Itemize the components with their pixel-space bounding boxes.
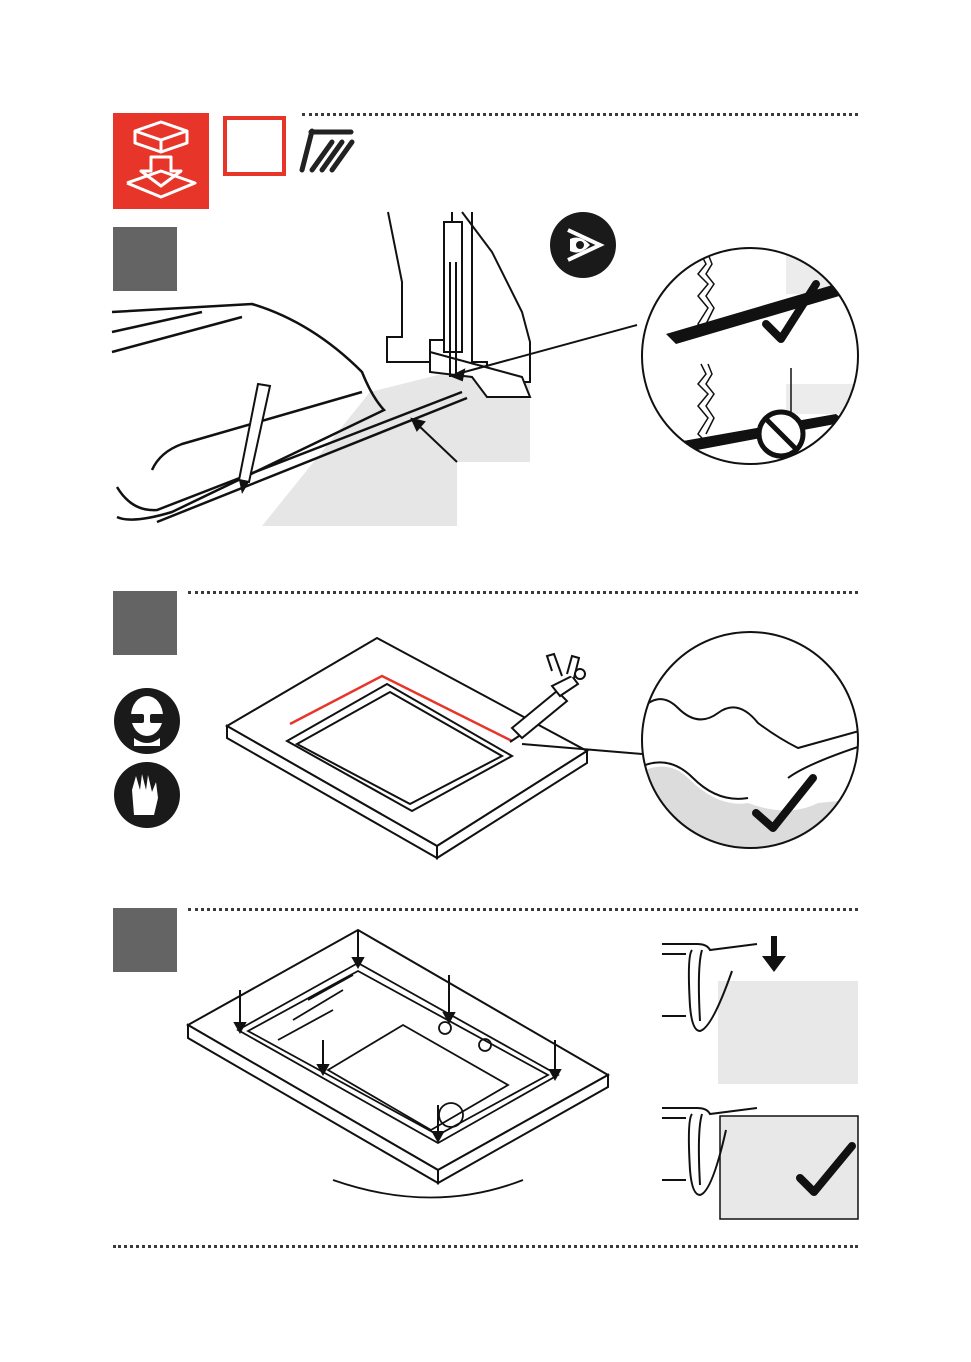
sink-placement-illustration <box>183 925 613 1205</box>
sealant-detail-magnifier <box>638 628 870 860</box>
header-separator <box>302 113 858 116</box>
detail-magnifier <box>636 244 868 476</box>
install-into-countertop-icon <box>113 113 209 209</box>
step-2-separator <box>188 591 858 594</box>
rim-clip-detail-after <box>662 1100 862 1220</box>
inspect-eye-icon <box>548 210 618 280</box>
sealant-application-illustration <box>222 636 602 876</box>
down-arrow-icon <box>762 936 786 972</box>
empty-red-square <box>223 116 286 176</box>
step-number-box <box>113 908 177 972</box>
cut-out-illustration <box>112 212 552 532</box>
protective-gloves-icon <box>112 760 182 830</box>
footer-separator <box>113 1245 858 1248</box>
jigsaw-icon <box>387 212 530 397</box>
rim-clip-detail-before <box>662 936 862 1086</box>
safety-goggles-icon <box>112 686 182 756</box>
step-number-box <box>113 591 177 655</box>
shower-undermount-icon <box>295 115 365 185</box>
step-3-separator <box>188 908 858 911</box>
prohibited-icon <box>759 412 803 456</box>
